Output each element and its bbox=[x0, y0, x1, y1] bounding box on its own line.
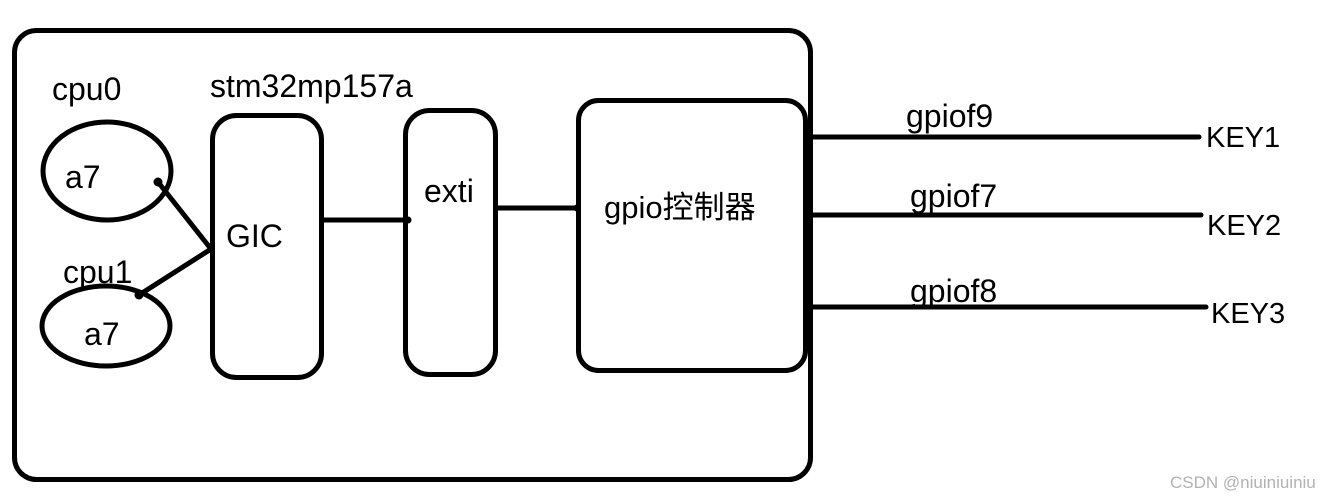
csdn-watermark: CSDN @niuiniuiniu bbox=[1170, 473, 1316, 492]
pin-label-gpiof8: gpiof8 bbox=[910, 273, 998, 309]
exti-box bbox=[403, 108, 498, 377]
cpu0-label: cpu0 bbox=[52, 71, 122, 107]
pin-label-gpiof9: gpiof9 bbox=[906, 98, 994, 134]
key2-label: KEY2 bbox=[1207, 210, 1282, 242]
exti-label: exti bbox=[424, 173, 474, 209]
cpu1-attach-dot bbox=[134, 290, 144, 300]
gic-label: GIC bbox=[226, 218, 283, 254]
cpu0-attach-dot bbox=[153, 177, 163, 187]
cpu0-to-gic-line bbox=[155, 179, 214, 252]
gpio-controller-label: gpio控制器 bbox=[604, 190, 756, 225]
cpu0-core-ellipse bbox=[40, 119, 174, 223]
gpio-attach-dot bbox=[573, 204, 581, 212]
cpu1-core-ellipse bbox=[39, 283, 173, 369]
gpio-controller-box bbox=[576, 98, 808, 373]
cpu1-core-label: a7 bbox=[84, 316, 120, 352]
key3-label: KEY3 bbox=[1211, 298, 1286, 330]
cpu1-to-gic-line bbox=[136, 246, 214, 298]
chip-title: stm32mp157a bbox=[210, 68, 413, 104]
cpu0-core-label: a7 bbox=[65, 159, 101, 195]
key1-label: KEY1 bbox=[1206, 122, 1281, 154]
cpu1-label: cpu1 bbox=[63, 254, 133, 290]
pin-label-gpiof7: gpiof7 bbox=[910, 178, 998, 214]
exti-attach-dot bbox=[404, 216, 412, 224]
chip-boundary-box bbox=[12, 28, 813, 482]
gic-box bbox=[210, 113, 324, 380]
